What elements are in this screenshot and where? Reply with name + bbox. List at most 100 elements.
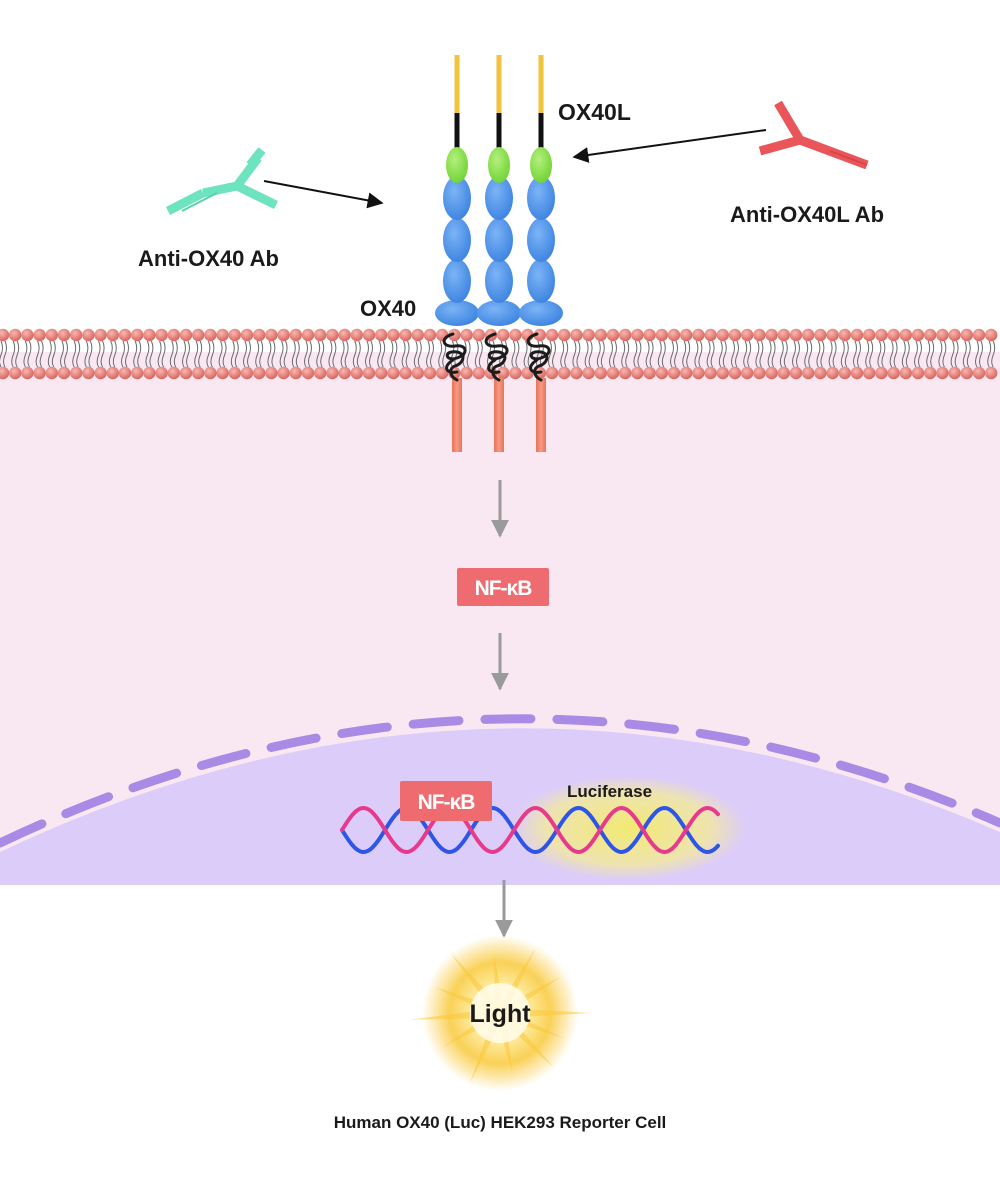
lipid-head: [45, 366, 58, 380]
lipid-head: [118, 328, 132, 342]
lipid-head: [655, 366, 668, 380]
lipid-head: [118, 366, 132, 380]
lipid-head: [350, 366, 363, 380]
lipid-head: [94, 328, 107, 342]
lipid-tail: [844, 340, 849, 368]
lipid-head: [179, 366, 193, 380]
ox40-domain: [485, 218, 513, 262]
lipid-tail: [279, 340, 284, 368]
lipid-tail: [96, 340, 101, 368]
lipid-tail: [230, 340, 235, 368]
lipid-head: [741, 328, 754, 342]
nfkb-label-nucleus: NF-κB: [418, 791, 476, 814]
lipid-tail: [76, 340, 81, 368]
lipid-tail: [674, 340, 678, 368]
lipid-tail: [613, 340, 617, 368]
lipid-tail: [100, 340, 105, 368]
ox40l-stalk: [454, 55, 460, 115]
lipid-head: [240, 328, 254, 342]
lipid-tail: [914, 340, 918, 368]
lipid-tail: [133, 340, 138, 368]
diagram-caption: Human OX40 (Luc) HEK293 Reporter Cell: [334, 1113, 667, 1132]
lipid-head: [289, 366, 302, 380]
lipid-tail: [670, 340, 674, 368]
lipid-tail: [865, 340, 870, 368]
lipid-tail: [39, 340, 44, 368]
lipid-tail: [267, 340, 272, 368]
nfkb-box-nucleus: [400, 781, 492, 821]
lipid-tail: [637, 340, 642, 368]
lipid-tail: [779, 340, 784, 368]
lipid-head: [497, 366, 510, 380]
lipid-tail: [145, 340, 150, 368]
intracellular-tails: [452, 378, 546, 452]
ox40-domain: [485, 176, 513, 220]
lipid-head: [240, 366, 254, 380]
lipid-head: [619, 328, 632, 342]
lipid-head: [704, 328, 717, 342]
lipid-tail: [820, 340, 825, 368]
lipid-tail: [731, 340, 735, 368]
lipid-head: [265, 366, 278, 380]
lipid-head: [875, 328, 888, 342]
lipid-head: [558, 366, 571, 380]
lipid-tail: [377, 340, 382, 368]
lipid-head: [301, 328, 315, 342]
lipid-tail: [633, 340, 638, 368]
lipid-head: [497, 328, 510, 342]
lipid-head: [460, 366, 473, 380]
lipid-tail: [0, 340, 3, 368]
ox40-domain: [485, 259, 513, 303]
lipid-tail: [755, 340, 760, 368]
anti-ox40l-antibody-icon: [758, 100, 869, 170]
lipid-tail: [718, 340, 723, 368]
lipid-head: [301, 366, 315, 380]
light-burst-icon: [410, 935, 592, 1091]
lipid-head: [253, 366, 266, 380]
lipid-tail: [564, 340, 569, 368]
lipid-head: [204, 366, 217, 380]
lipid-head: [972, 328, 986, 342]
lipid-tail: [511, 340, 516, 368]
anti-ox40-antibody-icon: [165, 147, 278, 216]
lipid-tail: [308, 340, 312, 368]
nuclear-envelope: [0, 714, 1000, 848]
lipid-tail: [523, 340, 528, 368]
lipid-head: [289, 328, 302, 342]
ox40l-ligand-icon: [446, 55, 552, 183]
lipid-head: [216, 366, 229, 380]
lipid-tail: [804, 340, 809, 368]
transmembrane-coil: [526, 332, 551, 382]
lipid-head: [899, 366, 912, 380]
lipid-head: [155, 328, 168, 342]
lipid-tail: [72, 340, 77, 368]
lipid-tail: [881, 340, 886, 368]
lipid-head: [753, 328, 766, 342]
lipid-head: [545, 328, 559, 342]
lipid-tail: [149, 340, 154, 368]
lipid-head: [570, 366, 583, 380]
lipid-head: [436, 366, 449, 380]
lipid-head: [192, 328, 205, 342]
lipid-tail: [88, 340, 93, 368]
lipid-head: [448, 328, 461, 342]
lipid-head: [387, 328, 400, 342]
lipid-tail: [792, 340, 796, 368]
lipid-tail: [291, 340, 296, 368]
lipid-head: [972, 366, 986, 380]
lipid-head: [899, 328, 912, 342]
ox40l-head: [446, 147, 468, 183]
lipid-head: [716, 366, 729, 380]
lipid-tail: [572, 340, 577, 368]
luciferase-label: Luciferase: [567, 782, 652, 801]
lipid-head: [582, 366, 595, 380]
lipid-head: [33, 328, 46, 342]
lipid-head: [728, 366, 742, 380]
ox40-domain: [443, 259, 471, 303]
lipid-head: [460, 328, 473, 342]
lipid-tail: [259, 340, 264, 368]
lipid-head: [57, 366, 71, 380]
lipid-tail: [600, 340, 605, 368]
lipid-head: [167, 366, 180, 380]
